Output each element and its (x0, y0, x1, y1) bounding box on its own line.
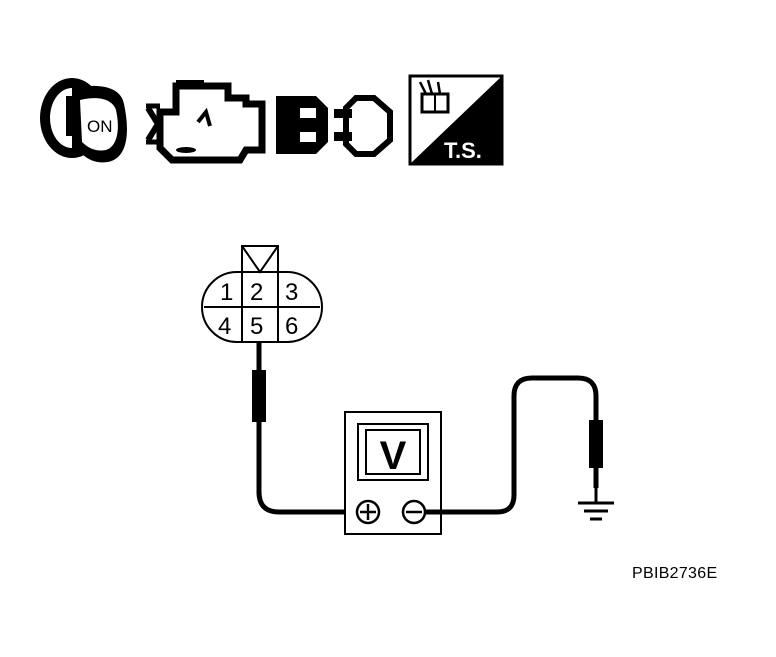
connector-pin-3: 3 (285, 279, 298, 306)
harness-connector: 1 2 3 4 5 6 (201, 245, 323, 343)
positive-probe-tip (252, 370, 266, 422)
connector-pin-1: 1 (220, 279, 233, 306)
meter-negative-terminal (401, 499, 427, 525)
ground-icon (578, 488, 614, 521)
connector-pin-5: 5 (250, 313, 263, 340)
ignition-key-icon: ON (40, 78, 127, 163)
voltmeter: V (344, 411, 442, 535)
connector-pin-6: 6 (285, 313, 298, 340)
harness-connector-icon: T.S. (408, 74, 504, 166)
positive-probe-lead (256, 342, 368, 515)
disconnect-connector-icon (276, 95, 393, 157)
negative-probe-lead (425, 375, 599, 515)
negative-probe-tip (589, 420, 603, 468)
connector-pin-4: 4 (218, 313, 231, 340)
voltmeter-label: V (380, 434, 407, 478)
figure-code: PBIB2736E (632, 565, 718, 582)
connector-pin-2: 2 (250, 279, 263, 306)
meter-positive-terminal (355, 499, 381, 525)
engine-off-icon (145, 80, 266, 164)
ignition-on-label: ON (87, 117, 113, 136)
ts-label: T.S. (444, 138, 482, 163)
